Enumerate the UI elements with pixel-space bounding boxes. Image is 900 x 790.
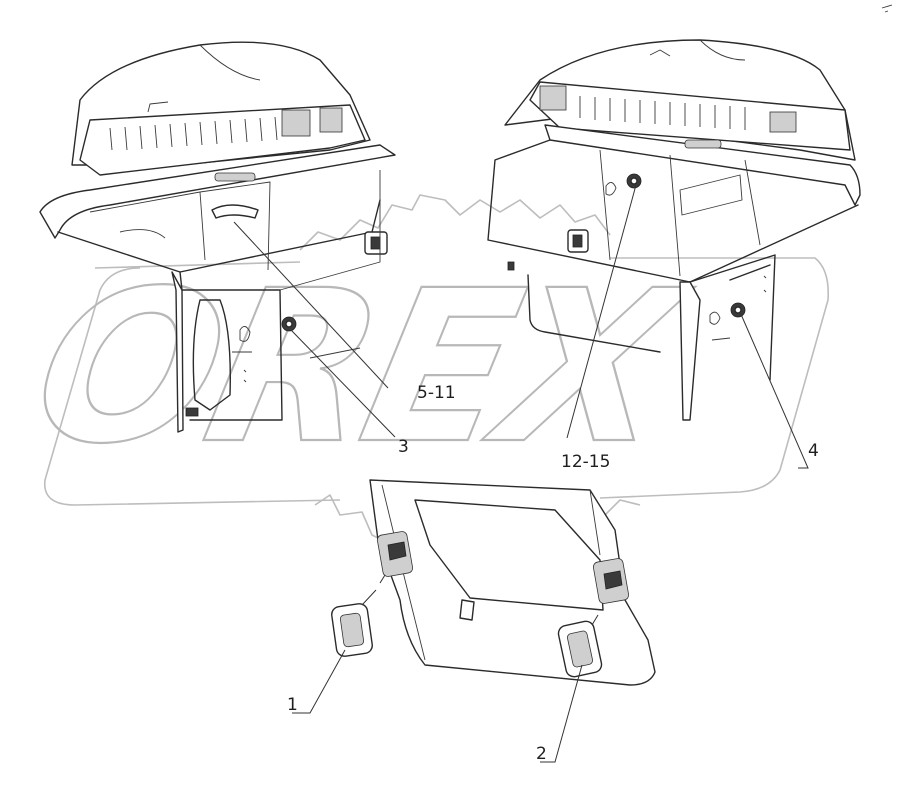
leader-4 xyxy=(739,311,809,469)
callout-12-15: 12-15 xyxy=(561,452,610,472)
watermark-ring xyxy=(44,257,830,506)
callout-3: 3 xyxy=(398,437,409,457)
lamp-1-assembly-line xyxy=(361,574,386,606)
cab-right-ceiling-panel xyxy=(599,149,761,277)
cab-left-speaker-ring xyxy=(285,320,293,328)
leader-1 xyxy=(292,649,346,714)
lamp-2-lens xyxy=(567,630,593,668)
cab-left-vent-slots xyxy=(109,116,278,151)
corner-mark xyxy=(881,4,893,13)
cab-right-eave xyxy=(544,124,861,206)
callout-5-11: 5-11 xyxy=(417,383,456,403)
callout-4: 4 xyxy=(808,441,819,461)
trim-panel-mount-right-detail xyxy=(603,570,623,590)
cab-left-ceiling xyxy=(57,199,381,291)
cab-left-panel-details xyxy=(232,326,252,383)
leader-3 xyxy=(290,329,396,438)
leader-lines xyxy=(233,184,809,763)
cab-right-window-frame xyxy=(527,274,661,353)
cab-right-coat-hook xyxy=(605,182,617,196)
callout-1: 1 xyxy=(287,695,298,715)
leader-2 xyxy=(540,664,583,763)
cab-left-vent-box xyxy=(281,109,311,137)
cab-view-left xyxy=(39,41,396,433)
cab-right-roof-lamp xyxy=(684,139,722,149)
cab-right-vent-box xyxy=(539,85,567,111)
cab-right-panel-details xyxy=(709,275,767,341)
cab-left-side-wall xyxy=(279,170,381,291)
cab-left-switch-core xyxy=(370,236,381,250)
cab-right-clip xyxy=(507,261,515,271)
lamp-1-lens xyxy=(339,612,365,648)
cab-left-roof-lamp xyxy=(214,172,256,182)
cab-left-ceiling-panel xyxy=(89,181,271,271)
cab-left-grab-handle xyxy=(211,204,259,219)
cab-right-roof-ridge xyxy=(649,39,746,61)
lamp-part-1 xyxy=(331,574,386,657)
trim-panel-tab xyxy=(459,599,475,621)
cab-left-roof-ridge xyxy=(147,44,261,113)
watermark-gear-top xyxy=(299,194,611,251)
cab-right-speaker-ring xyxy=(734,306,742,314)
trim-panel-window-opening xyxy=(414,499,604,611)
cab-right-switch-core xyxy=(572,234,583,248)
cab-left-pillar xyxy=(171,271,184,433)
cab-right-speaker-upper-ring xyxy=(630,177,638,185)
leader-5-11 xyxy=(233,221,389,389)
cab-right-vent-box-2 xyxy=(769,111,797,133)
callout-2: 2 xyxy=(536,744,547,764)
lamp-2-assembly-line xyxy=(591,614,599,626)
watermark-logo: OREX xyxy=(15,194,830,549)
cab-view-right xyxy=(487,39,861,421)
rear-trim-panel xyxy=(369,479,656,686)
leader-12-15 xyxy=(566,184,637,439)
cab-left-vent-box-2 xyxy=(319,107,343,133)
cab-left-marker-line xyxy=(309,347,361,359)
watermark-text: OREX xyxy=(16,246,705,490)
callout-labels: 1 2 3 4 5-11 12-15 xyxy=(287,383,819,764)
trim-panel-mount-left-detail xyxy=(387,541,407,561)
trim-panel-inner-edge xyxy=(381,484,601,661)
cab-left-lower-panel xyxy=(181,289,283,421)
cab-right-lower-panel xyxy=(689,254,776,381)
cab-left-vent-small xyxy=(185,407,199,417)
lamp-part-2 xyxy=(557,614,603,678)
cab-right-pillar xyxy=(679,281,701,421)
cab-right-vent-slots xyxy=(579,96,746,130)
